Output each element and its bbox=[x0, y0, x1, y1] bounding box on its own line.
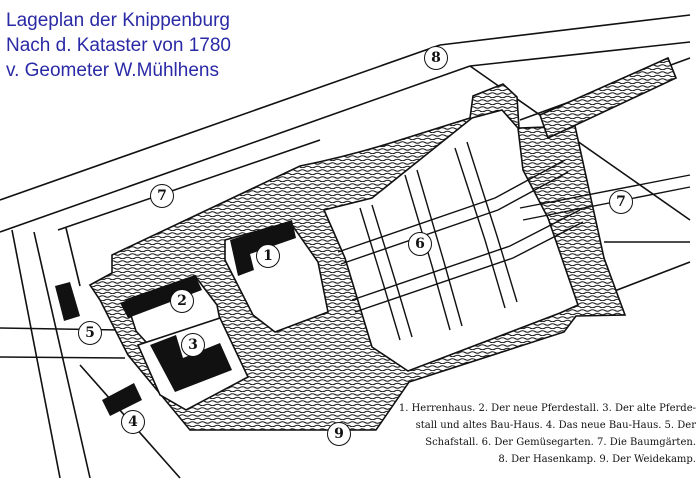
legend-line: 8. Der Hasenkamp. 9. Der Weidekamp. bbox=[498, 454, 696, 465]
building-alter-pferdestall bbox=[150, 335, 232, 392]
marker-schafstall: 5 bbox=[78, 321, 102, 345]
map-title-line2: Nach d. Kataster von 1780 bbox=[6, 35, 231, 56]
map-title-line1: Lageplan der Knippenburg bbox=[6, 10, 230, 31]
building-neues-bauhaus bbox=[102, 383, 142, 416]
marker-gemuesegarten: 6 bbox=[408, 232, 432, 256]
marker-herrenhaus: 1 bbox=[256, 244, 280, 268]
building-schafstall bbox=[55, 282, 80, 321]
garden-island bbox=[322, 109, 579, 372]
legend-line: stall und altes Bau-Haus. 4. Das neue Ba… bbox=[415, 420, 696, 431]
map-title-line3: v. Geometer W.Mühlhens bbox=[6, 60, 219, 81]
marker-baumgaerten-nw: 7 bbox=[150, 184, 174, 208]
building-neuer-pferdestall bbox=[120, 275, 202, 318]
garden-grid bbox=[337, 141, 691, 341]
marker-neuer-pferdestall: 2 bbox=[170, 289, 194, 313]
legend-line: 1. Herrenhaus. 2. Der neue Pferdestall. … bbox=[398, 403, 696, 414]
marker-weidekamp: 9 bbox=[327, 422, 351, 446]
map-legend: 1. Herrenhaus. 2. Der neue Pferdestall. … bbox=[362, 400, 696, 468]
marker-hasenkamp: 8 bbox=[424, 46, 448, 70]
marker-alter-pferdestall: 3 bbox=[181, 333, 205, 357]
legend-line: Schafstall. 6. Der Gemüsegarten. 7. Die … bbox=[425, 437, 696, 448]
marker-baumgaerten-ost: 7 bbox=[609, 190, 633, 214]
moat-east-arm bbox=[539, 56, 678, 140]
marker-neues-bauhaus: 4 bbox=[121, 410, 145, 434]
